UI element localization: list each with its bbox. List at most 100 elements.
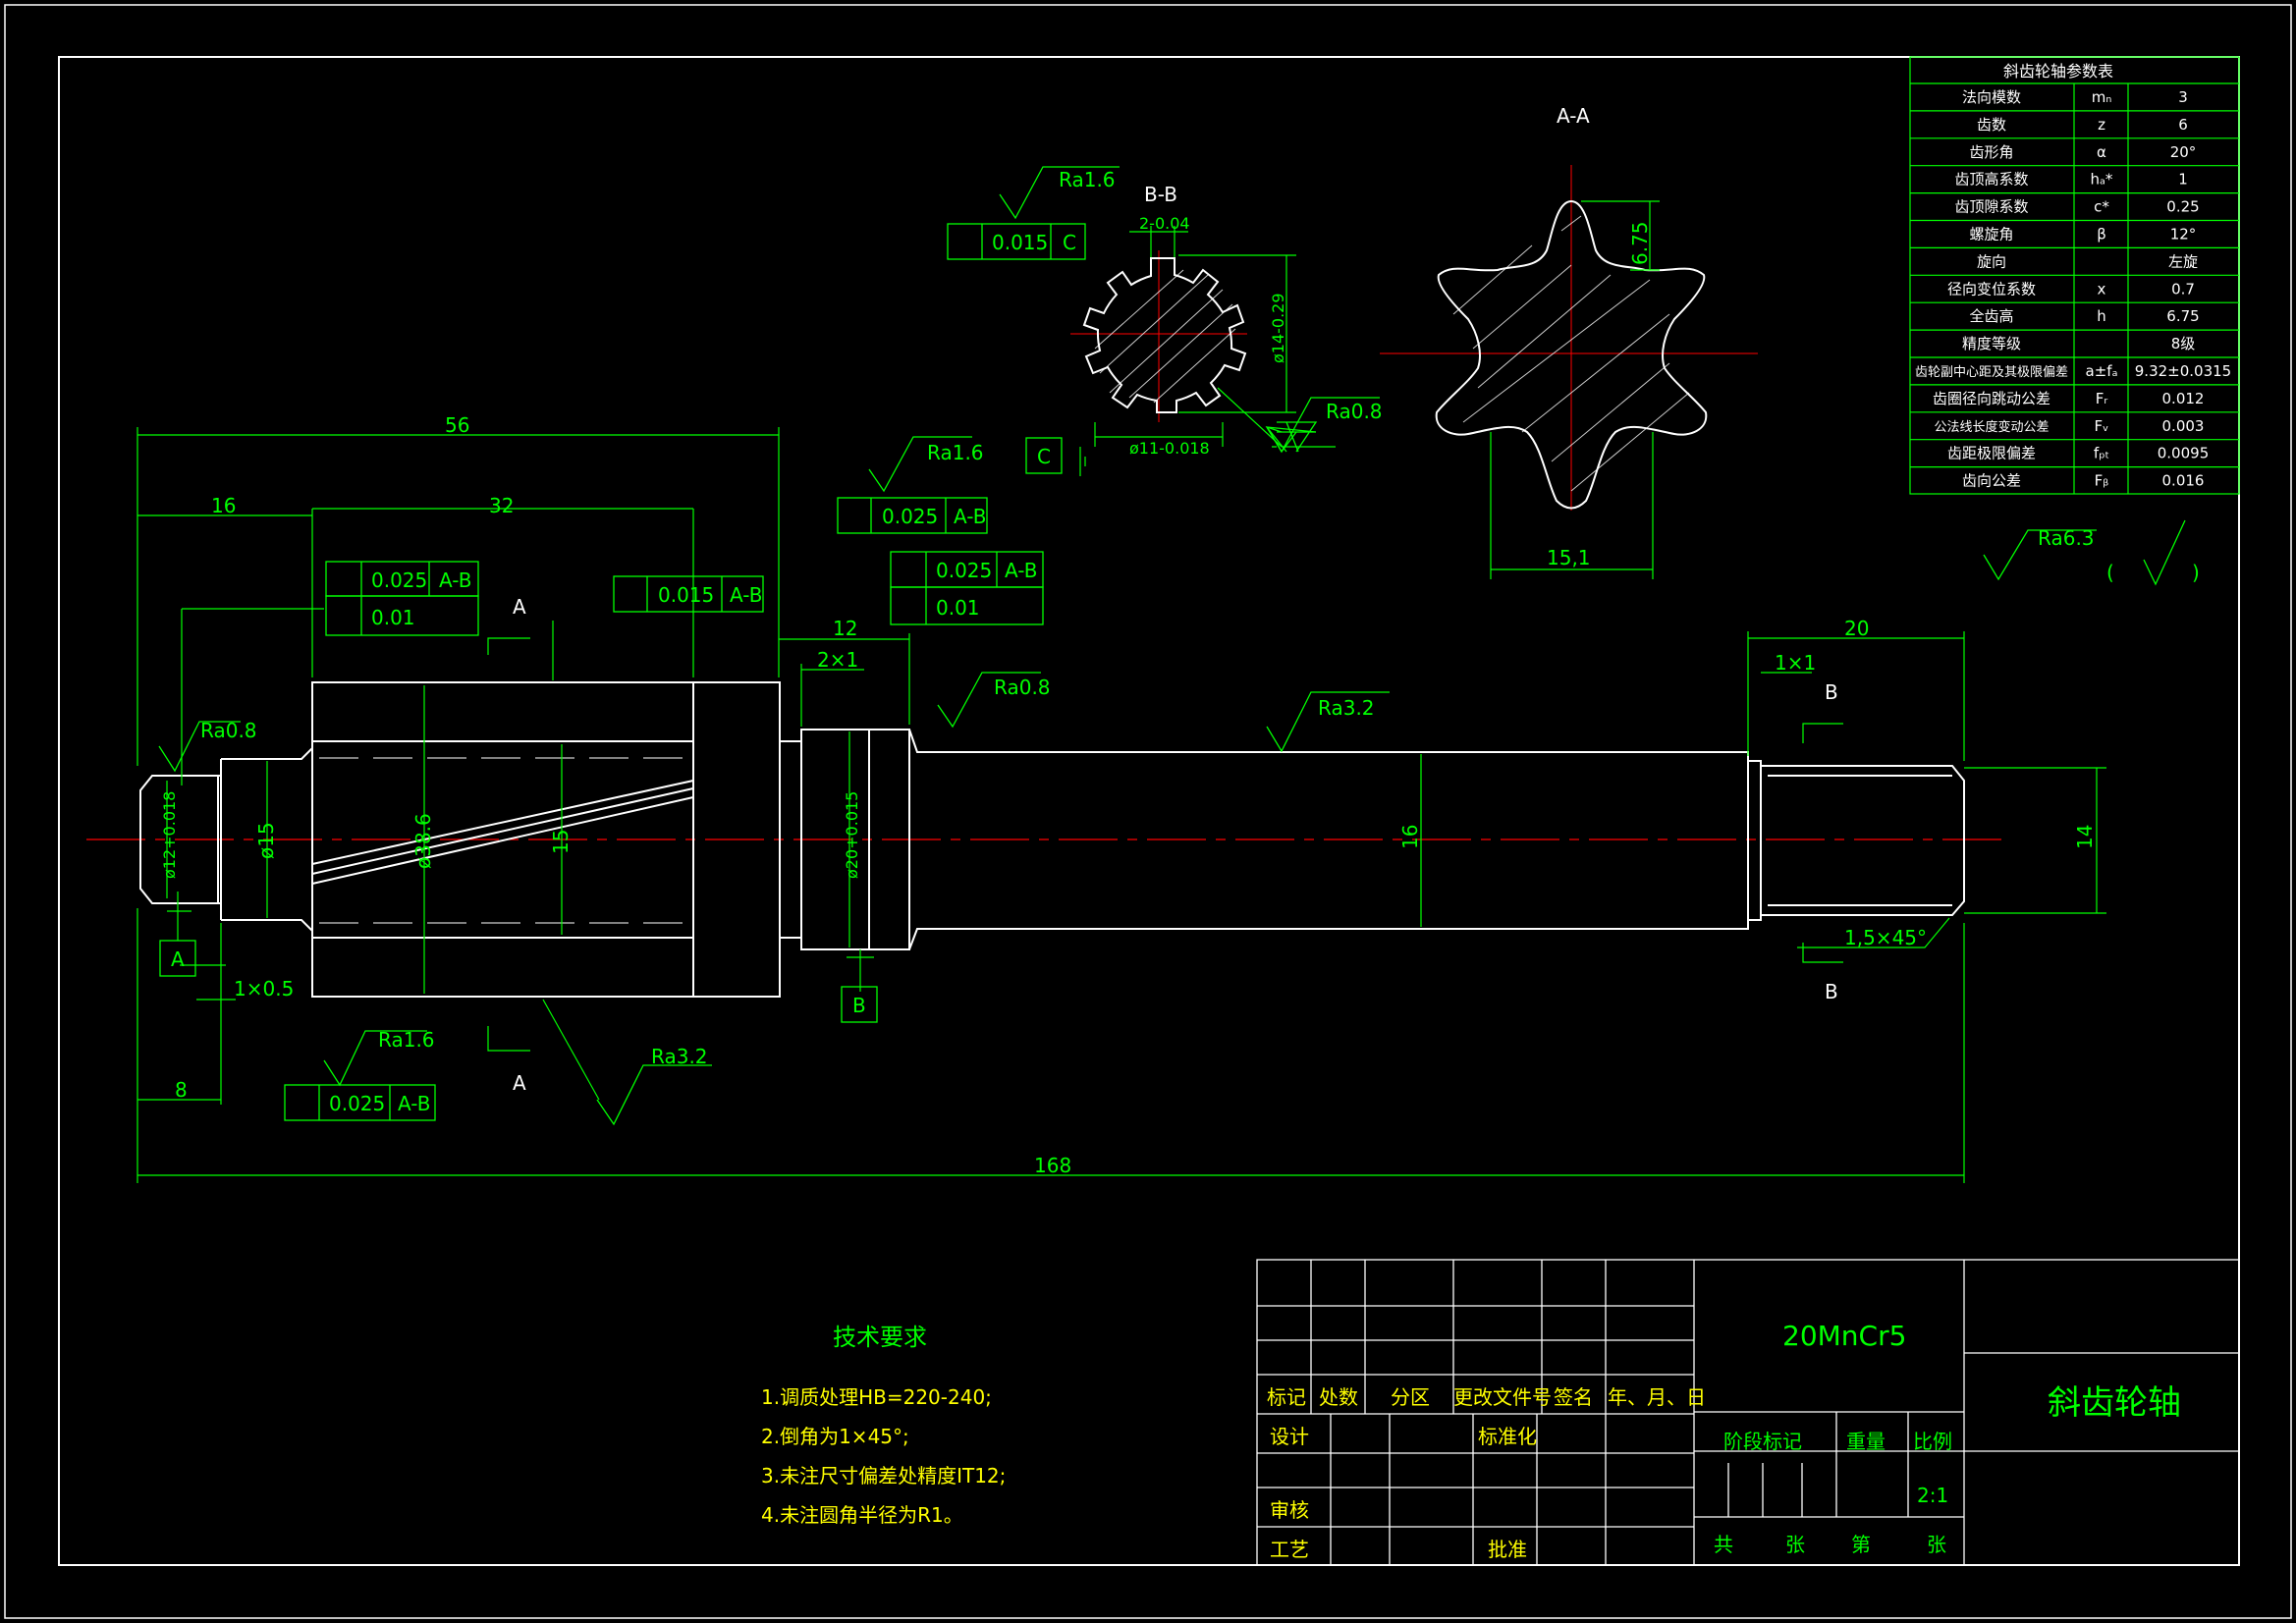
- table-param-symbol: Fᵣ: [2096, 390, 2108, 407]
- table-param-value: 0.003: [2162, 417, 2205, 435]
- sheet-unit-1: 张: [1785, 1533, 1805, 1556]
- roughness-7: Ra1.6: [378, 1028, 435, 1052]
- table-param-value: 9.32±0.0315: [2135, 362, 2231, 380]
- title-block-grid: [1256, 1259, 2240, 1566]
- table-param-symbol: Fᵦ: [2095, 472, 2109, 490]
- header-signature: 签名: [1554, 1385, 1593, 1409]
- dim-20: 20: [1844, 617, 1869, 640]
- table-param-name: 旋向: [1977, 252, 2006, 270]
- roughness-9: Ra6.3: [2038, 526, 2095, 550]
- table-param-name: 精度等级: [1962, 335, 2021, 352]
- dim-8: 8: [175, 1078, 188, 1102]
- roughness-6: Ra0.8: [200, 719, 257, 742]
- table-param-symbol: mₙ: [2092, 88, 2112, 106]
- sheet-total: 共: [1714, 1533, 1733, 1556]
- tolerance-frames: [159, 223, 1086, 1121]
- dimension-lines: [137, 427, 2106, 1183]
- scale-value: 2:1: [1917, 1484, 1948, 1507]
- label-design: 设计: [1270, 1425, 1309, 1448]
- roughness-1: Ra1.6: [1059, 168, 1116, 191]
- table-param-name: 齿顶高系数: [1954, 171, 2028, 189]
- table-param-name: 法向模数: [1962, 88, 2021, 106]
- roughness-8: Ra3.2: [651, 1045, 708, 1068]
- roughness-paren-open: (: [2106, 561, 2114, 584]
- tol-4b-value: 0.01: [936, 596, 980, 620]
- section-bb: [1070, 226, 1336, 476]
- table-param-value: 0.016: [2162, 472, 2205, 490]
- tol-1-ref: A-B: [439, 568, 471, 592]
- tol-1-value: 0.025: [371, 568, 427, 592]
- table-param-symbol: β: [2097, 226, 2106, 243]
- table-param-symbol: c*: [2094, 198, 2109, 216]
- tol-4-value: 0.025: [936, 559, 992, 582]
- section-b-bottom: B: [1825, 980, 1838, 1003]
- dim-15: 15: [549, 830, 573, 854]
- dim-phi12: ø12+0.018: [160, 791, 179, 879]
- dim-chamfer-2x1: 2×1: [817, 648, 858, 672]
- dim-phi20: ø20+0.015: [843, 791, 861, 879]
- dim-56: 56: [445, 413, 469, 437]
- table-param-symbol: z: [2098, 116, 2105, 134]
- table-param-symbol: Fᵥ: [2095, 417, 2109, 435]
- table-param-value: 6.75: [2166, 307, 2199, 325]
- sheet-no: 第: [1851, 1533, 1871, 1556]
- table-param-value: 1: [2178, 171, 2188, 189]
- material: 20MnCr5: [1782, 1320, 1906, 1352]
- roughness-3: Ra0.8: [994, 676, 1051, 699]
- section-label-bb: B-B: [1144, 183, 1177, 206]
- dim-168: 168: [1034, 1154, 1071, 1177]
- table-param-value: 0.0095: [2158, 445, 2210, 462]
- table-param-name: 齿向公差: [1962, 472, 2021, 490]
- header-zone: 分区: [1391, 1385, 1430, 1409]
- dim-16-shaft: 16: [1398, 825, 1422, 849]
- tech-item-3: 3.未注尺寸偏差处精度IT12;: [761, 1464, 1006, 1488]
- table-param-name: 齿顶隙系数: [1954, 198, 2028, 216]
- datum-a: A: [171, 947, 185, 971]
- roughness-symbols: [158, 166, 2186, 1126]
- section-aa: [1380, 165, 1758, 579]
- table-param-symbol: h: [2097, 307, 2106, 325]
- table-param-symbol: a±fₐ: [2086, 362, 2118, 380]
- dim-chamfer-1x05: 1×0.5: [234, 977, 294, 1001]
- datum-b: B: [852, 994, 866, 1017]
- header-date: 年、月、日: [1608, 1385, 1706, 1409]
- dim-chamfer-15x45: 1,5×45°: [1844, 926, 1927, 949]
- dim-12: 12: [833, 617, 857, 640]
- roughness-5: Ra3.2: [1318, 696, 1375, 720]
- dim-phi15: ø15: [254, 822, 278, 859]
- roughness-paren-close: ): [2192, 561, 2200, 584]
- table-param-name: 全齿高: [1969, 307, 2013, 325]
- table-param-value: 0.7: [2171, 280, 2195, 298]
- table-param-name: 齿形角: [1969, 143, 2013, 161]
- table-param-value: 左旋: [2168, 252, 2198, 270]
- table-param-value: 0.012: [2162, 390, 2205, 407]
- table-param-name: 径向变位系数: [1947, 280, 2036, 298]
- header-mark: 标记: [1267, 1385, 1306, 1409]
- header-change-doc: 更改文件号: [1453, 1385, 1552, 1409]
- shaft-view: [86, 681, 2003, 998]
- tol-6-value: 0.015: [992, 231, 1048, 254]
- dim-14: 14: [2073, 825, 2097, 849]
- part-name: 斜齿轮轴: [2048, 1383, 2181, 1423]
- table-param-name: 齿数: [1977, 116, 2006, 134]
- tol-6-ref: C: [1063, 231, 1076, 254]
- table-param-symbol: hₐ*: [2091, 171, 2113, 189]
- sheet-unit-2: 张: [1927, 1533, 1946, 1556]
- tol-4-ref: A-B: [1005, 559, 1037, 582]
- dim-phi11: ø11-0.018: [1129, 439, 1210, 458]
- roughness-2-label: Ra1.6: [927, 441, 984, 464]
- header-count: 处数: [1319, 1385, 1358, 1409]
- section-a-bottom: A: [513, 1071, 526, 1095]
- label-standard: 标准化: [1478, 1425, 1537, 1448]
- dim-phi38-6: ø38.6: [411, 813, 435, 869]
- dim-16: 16: [211, 494, 236, 517]
- label-stage: 阶段标记: [1723, 1430, 1802, 1453]
- tech-title: 技术要求: [833, 1324, 927, 1351]
- table-param-name: 齿距极限偏差: [1947, 445, 2036, 462]
- dim-chamfer-1x1: 1×1: [1775, 651, 1816, 675]
- table-param-value: 20°: [2170, 143, 2197, 161]
- tol-3-value: 0.025: [882, 505, 938, 528]
- section-a-top: A: [513, 595, 526, 619]
- section-label-aa: A-A: [1557, 104, 1590, 128]
